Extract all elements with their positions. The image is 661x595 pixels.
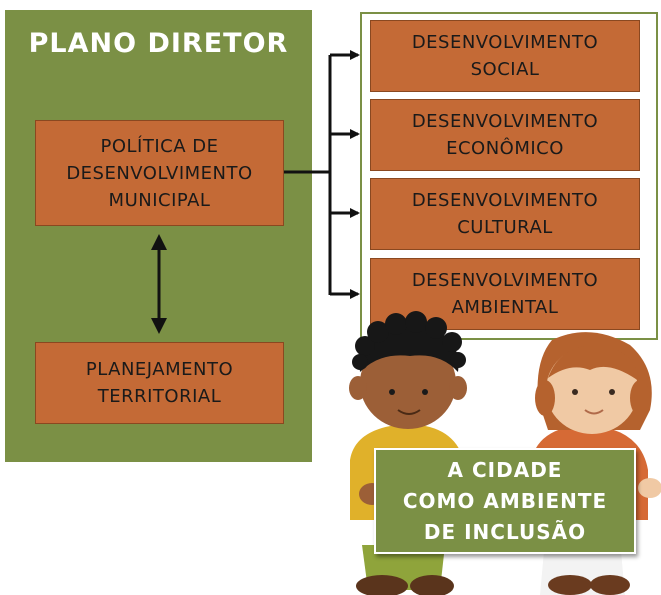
ambiental-line-1: DESENVOLVIMENTO	[411, 270, 599, 291]
connector-arrows	[284, 50, 360, 299]
planejamento-line-2: TERRITORIAL	[97, 386, 222, 407]
desenvolvimento-cultural-box: DESENVOLVIMENTO CULTURAL	[370, 178, 640, 250]
banner-line-2: COMO AMBIENTE	[402, 488, 608, 513]
banner-line-1: A CIDADE	[447, 457, 563, 482]
economico-line-1: DESENVOLVIMENTO	[411, 111, 599, 132]
social-line-1: DESENVOLVIMENTO	[411, 32, 599, 53]
desenvolvimento-economico-box: DESENVOLVIMENTO ECONÔMICO	[370, 99, 640, 171]
politica-line-2: DESENVOLVIMENTO	[66, 162, 253, 184]
economico-line-2: ECONÔMICO	[446, 138, 564, 159]
politica-line-1: POLÍTICA DE	[100, 135, 219, 157]
double-arrow	[151, 234, 167, 334]
cultural-line-2: CULTURAL	[457, 217, 553, 238]
panel-title: PLANO DIRETOR	[28, 28, 289, 59]
cultural-line-1: DESENVOLVIMENTO	[411, 190, 599, 211]
banner-line-3: DE INCLUSÃO	[423, 519, 587, 544]
politica-line-3: MUNICIPAL	[108, 189, 211, 211]
ambiental-line-2: AMBIENTAL	[451, 297, 559, 318]
politica-box: POLÍTICA DE DESENVOLVIMENTO MUNICIPAL	[35, 120, 284, 226]
planejamento-box: PLANEJAMENTO TERRITORIAL	[35, 342, 284, 424]
planejamento-line-1: PLANEJAMENTO	[85, 359, 234, 380]
social-line-2: SOCIAL	[470, 59, 540, 80]
desenvolvimento-social-box: DESENVOLVIMENTO SOCIAL	[370, 20, 640, 92]
inclusion-banner: A CIDADE COMO AMBIENTE DE INCLUSÃO	[374, 448, 636, 554]
